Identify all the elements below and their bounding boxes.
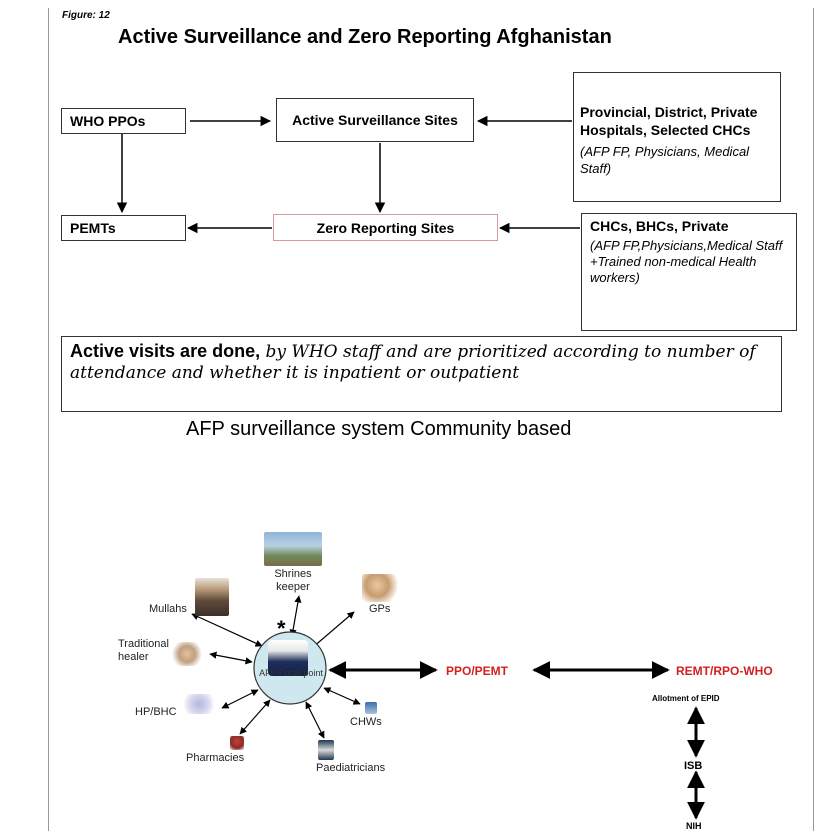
page-title: Active Surveillance and Zero Reporting A…	[118, 26, 612, 48]
spoke-shrines	[289, 595, 302, 637]
box-chcs-note: (AFP FP,Physicians,Medical Staff +Traine…	[590, 238, 783, 285]
box-provincial: Provincial, District, Private Hospitals,…	[573, 72, 781, 202]
label-mullahs: Mullahs	[149, 603, 187, 615]
box-chcs-title: CHCs, BHCs, Private	[590, 218, 729, 234]
label-chws: CHWs	[350, 716, 382, 728]
label-pharmacies: Pharmacies	[186, 752, 245, 764]
label-hp-bhc: HP/BHC	[135, 706, 177, 718]
figure-label: Figure: 12	[62, 10, 110, 21]
label-paediatricians: Paediatricians	[316, 762, 386, 774]
chw-picture	[365, 702, 377, 714]
spoke-gps	[311, 611, 355, 649]
pharmacies-picture	[230, 736, 244, 750]
box-provincial-note: (AFP FP, Physicians, Medical Staff)	[580, 144, 750, 176]
label-allotment-epid: Allotment of EPID	[652, 694, 720, 703]
box-zero-label: Zero Reporting Sites	[316, 219, 455, 236]
label-shrines-keeper: Shrines keeper	[274, 568, 312, 593]
spoke-traditional	[209, 651, 253, 665]
spoke-paediatricians	[305, 701, 325, 739]
label-isb: ISB	[684, 760, 703, 772]
box-provincial-title: Provincial, District, Private Hospitals,…	[580, 104, 758, 138]
box-active-label: Active Surveillance Sites	[292, 112, 458, 128]
box-active-surveillance-sites: Active Surveillance Sites	[276, 98, 474, 142]
community-title: AFP surveillance system Community based	[186, 418, 572, 440]
hp-bhc-picture	[182, 694, 216, 714]
box-who-ppos-label: WHO PPOs	[70, 113, 146, 129]
box-who-ppos: WHO PPOs	[61, 108, 186, 134]
note-rest: by WHO staff and are prioritized accordi…	[70, 342, 756, 383]
label-remt-rpo-who: REMT/RPO-WHO	[676, 664, 773, 678]
label-traditional-healer: Traditional healer	[118, 638, 169, 663]
spoke-hpbhc	[221, 689, 259, 709]
spoke-chws	[323, 687, 361, 705]
box-chcs: CHCs, BHCs, Private (AFP FP,Physicians,M…	[581, 213, 797, 331]
label-ppo-pemt: PPO/PEMT	[446, 664, 509, 678]
spoke-mullahs	[191, 613, 263, 647]
label-nih: NIH	[686, 822, 702, 831]
box-pemts: PEMTs	[61, 215, 186, 241]
focal-point-label: AFP Focal point	[259, 668, 323, 678]
box-zero-reporting-sites: Zero Reporting Sites	[273, 214, 498, 241]
focal-point-picture	[268, 640, 308, 676]
box-pemts-label: PEMTs	[70, 220, 116, 236]
active-visits-note: Active visits are done, by WHO staff and…	[61, 336, 782, 412]
gp-picture	[362, 574, 400, 602]
shrine-picture	[264, 532, 322, 566]
focal-star: *	[277, 616, 286, 641]
spoke-pharmacies	[239, 699, 271, 735]
mullah-picture	[195, 578, 229, 616]
page-frame	[48, 8, 814, 831]
healer-picture	[171, 642, 203, 666]
note-lead: Active visits are done,	[70, 341, 261, 361]
paediatrician-picture	[318, 740, 334, 760]
label-gps: GPs	[369, 603, 391, 615]
